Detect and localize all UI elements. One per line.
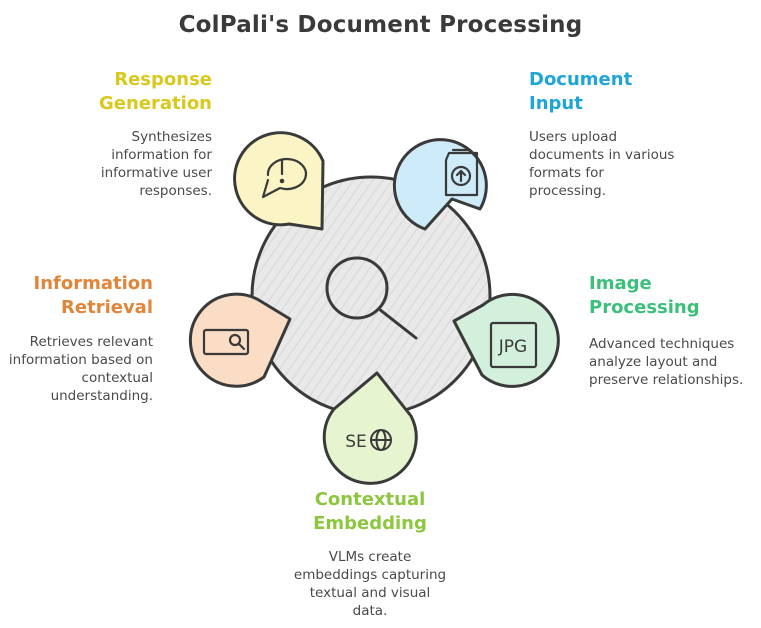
image-processing-title-line2: Processing	[589, 297, 700, 318]
document-input-title-line1: Document	[529, 69, 633, 90]
magnifier-icon	[325, 256, 418, 340]
search-box-icon	[202, 328, 250, 356]
document-upload-icon	[444, 148, 479, 197]
document-input-title-line2: Input	[529, 93, 583, 114]
document-input-description: Users upload documents in various format…	[529, 128, 729, 200]
document-input-title: Document Input	[529, 68, 709, 116]
response-generation-description: Synthesizes information for informative …	[40, 128, 212, 200]
jpg-file-icon: JPG	[489, 321, 538, 369]
image-processing-node[interactable]: JPG	[452, 292, 560, 388]
desc-line: Users upload	[529, 129, 618, 145]
desc-line: Advanced techniques	[589, 336, 735, 352]
contextual-embedding-title: Contextual Embedding	[290, 488, 450, 536]
desc-line: information for	[111, 147, 212, 163]
information-retrieval-title-line2: Retrieval	[61, 297, 153, 318]
seo-icon-text: SE	[345, 432, 367, 452]
information-retrieval-node[interactable]	[188, 292, 292, 388]
contextual-embedding-title-line2: Embedding	[313, 513, 427, 534]
desc-line: contextual	[81, 370, 153, 386]
image-processing-description: Advanced techniques analyze layout and p…	[589, 335, 759, 389]
desc-line: Retrieves relevant	[29, 334, 153, 350]
desc-line: embeddings capturing	[293, 567, 447, 583]
desc-line: formats for	[529, 165, 604, 181]
desc-line: Synthesizes	[131, 129, 212, 145]
response-generation-title: Response Generation	[60, 68, 212, 116]
contextual-embedding-title-line1: Contextual	[314, 489, 426, 510]
contextual-embedding-node[interactable]: SE	[322, 371, 418, 485]
image-processing-title-line1: Image	[589, 273, 652, 294]
desc-line: preserve relationships.	[589, 372, 744, 388]
response-generation-title-line2: Generation	[99, 93, 212, 114]
response-generation-node[interactable]	[233, 131, 325, 231]
desc-line: textual and visual	[309, 585, 431, 601]
diagram-title: ColPali's Document Processing	[178, 12, 583, 38]
information-retrieval-title-line1: Information	[33, 273, 153, 294]
desc-line: responses.	[139, 183, 212, 199]
desc-line: information based on	[8, 352, 153, 368]
desc-line: VLMs create	[328, 549, 412, 565]
desc-line: processing.	[529, 183, 607, 199]
document-input-node[interactable]	[392, 138, 488, 231]
desc-line: documents in various	[529, 147, 675, 163]
desc-line: data.	[352, 603, 388, 619]
desc-line: informative user	[100, 165, 212, 181]
seo-globe-icon: SE	[345, 429, 392, 452]
speech-bubble-alert-icon	[261, 157, 308, 199]
information-retrieval-description: Retrieves relevant information based on …	[0, 333, 153, 405]
information-retrieval-title: Information Retrieval	[0, 272, 153, 320]
jpg-icon-text: JPG	[498, 337, 527, 357]
desc-line: analyze layout and	[589, 354, 718, 370]
desc-line: understanding.	[50, 388, 153, 404]
contextual-embedding-description: VLMs create embeddings capturing textual…	[270, 548, 470, 620]
response-generation-title-line1: Response	[114, 69, 212, 90]
image-processing-title: Image Processing	[589, 272, 749, 320]
